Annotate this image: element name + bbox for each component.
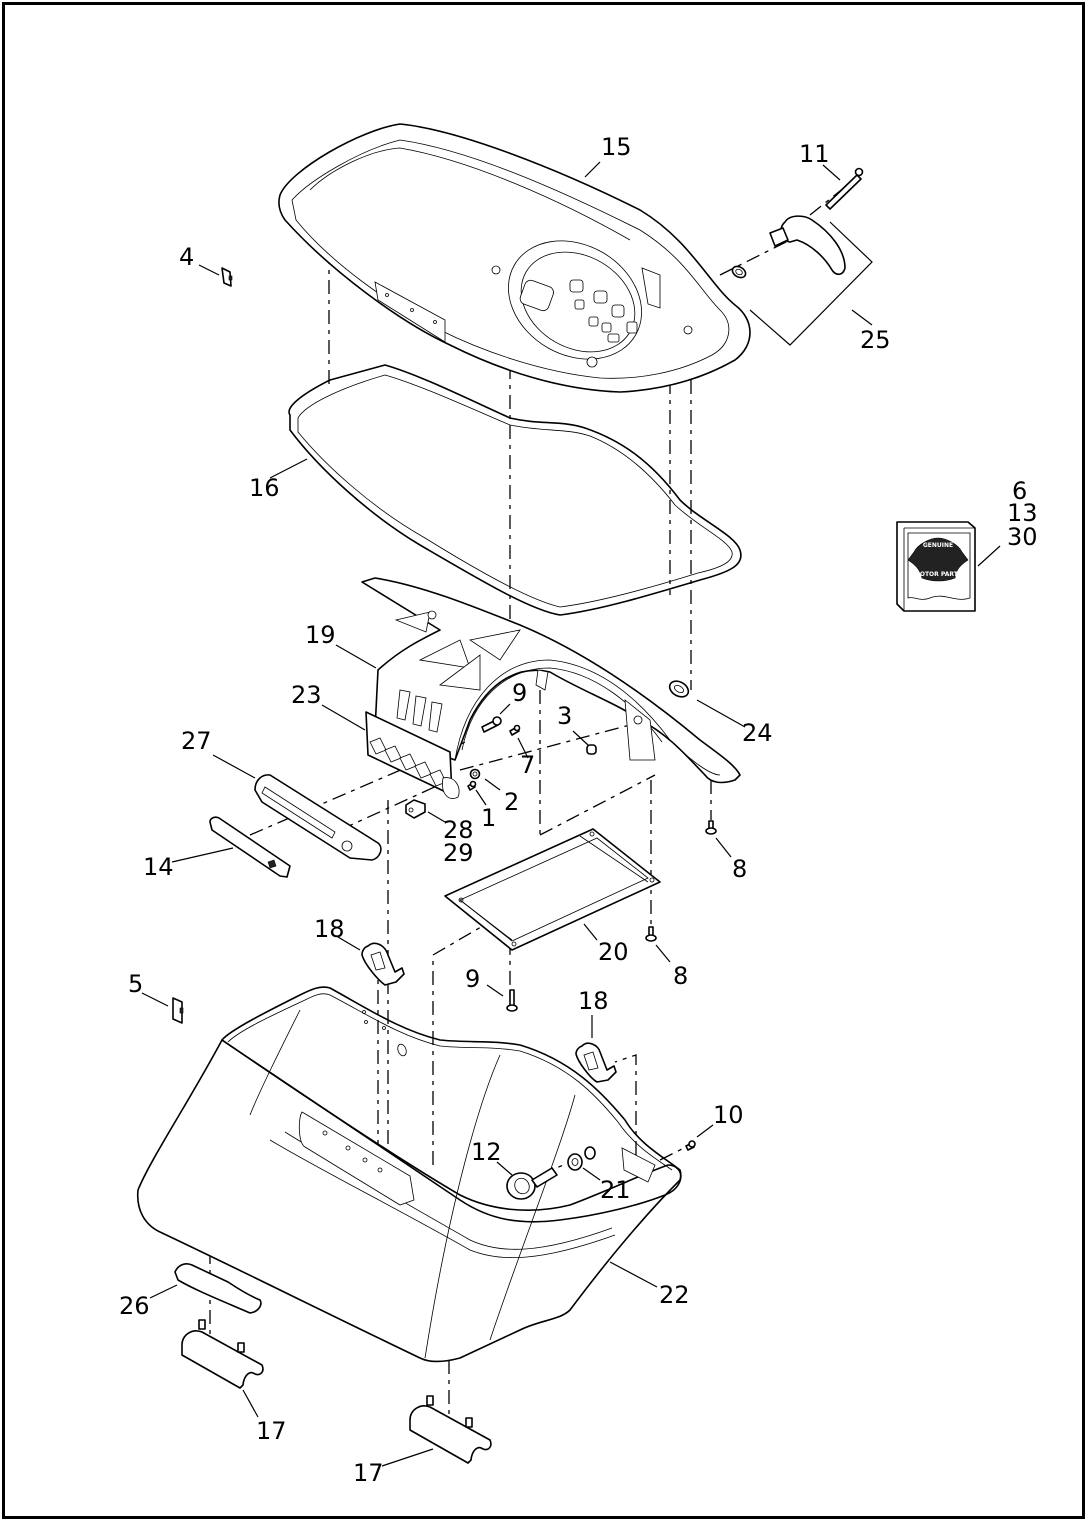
part-screw-7[interactable] xyxy=(509,724,521,736)
part-saddlebag-body-22[interactable] xyxy=(136,986,682,1363)
callout-20: 20 xyxy=(598,938,629,966)
callout-28: 28 xyxy=(443,816,474,844)
part-screw-10[interactable] xyxy=(685,1140,696,1151)
part-trim-27[interactable] xyxy=(254,774,382,861)
callout-24: 24 xyxy=(742,719,773,747)
alignment-line xyxy=(539,774,656,836)
kit-logo-top: GENUINE xyxy=(923,542,953,549)
callout-18a: 18 xyxy=(314,915,345,943)
part-d-ring-12[interactable] xyxy=(506,1167,558,1200)
part-nut-3[interactable] xyxy=(586,744,597,755)
callout-21: 21 xyxy=(600,1176,631,1204)
callout-26: 26 xyxy=(119,1292,150,1320)
callout-27: 27 xyxy=(181,727,212,755)
part-clip-4[interactable] xyxy=(221,267,233,287)
kit-logo: GENUINE MOTOR PARTS xyxy=(907,537,969,582)
callout-22: 22 xyxy=(659,1281,690,1309)
part-lid[interactable] xyxy=(278,123,751,393)
part-screw-9b[interactable] xyxy=(506,989,518,1012)
part-bracket-23[interactable] xyxy=(365,711,460,799)
callout-13: 13 xyxy=(1007,499,1038,527)
part-mount-17b[interactable] xyxy=(409,1395,492,1464)
callout-30: 30 xyxy=(1007,523,1038,551)
part-clip-5[interactable] xyxy=(172,997,184,1024)
callout-3: 3 xyxy=(557,702,572,730)
part-trim-14[interactable] xyxy=(209,816,291,878)
alignment-line xyxy=(339,779,451,831)
part-tray-20[interactable] xyxy=(444,828,661,951)
callout-5: 5 xyxy=(128,970,143,998)
alignment-line xyxy=(249,739,471,836)
part-handle-25[interactable] xyxy=(730,215,846,280)
callout-9b: 9 xyxy=(465,965,480,993)
alignment-line xyxy=(432,908,511,1165)
part-liner-frame-19[interactable] xyxy=(361,577,741,784)
callout-8b: 8 xyxy=(673,962,688,990)
alignment-line xyxy=(719,239,791,276)
part-grommet-24[interactable] xyxy=(667,678,691,700)
callout-29: 29 xyxy=(443,839,474,867)
callout-19: 19 xyxy=(305,621,336,649)
callout-25: 25 xyxy=(860,326,891,354)
callouts: 15 11 4 25 16 6 13 30 19 23 9 3 24 27 7 … xyxy=(119,133,1038,1487)
callout-23: 23 xyxy=(291,681,322,709)
callout-10: 10 xyxy=(713,1101,744,1129)
callout-2: 2 xyxy=(504,788,519,816)
part-lid-gasket[interactable] xyxy=(288,364,742,616)
part-washer-2[interactable] xyxy=(469,768,481,780)
callout-7: 7 xyxy=(520,751,535,779)
callout-17a: 17 xyxy=(256,1417,287,1445)
part-pad-26[interactable] xyxy=(174,1263,262,1314)
part-screw-9[interactable] xyxy=(481,716,502,733)
part-screw-8a[interactable] xyxy=(705,820,717,835)
part-mount-17a[interactable] xyxy=(181,1319,264,1389)
part-hinge-18a[interactable] xyxy=(361,942,405,986)
part-bumper-21[interactable] xyxy=(567,1146,596,1171)
bracket-25 xyxy=(749,221,873,346)
leader-lines xyxy=(141,161,1001,1467)
part-hinge-18b[interactable] xyxy=(575,1042,617,1083)
part-screw-1[interactable] xyxy=(467,780,477,791)
callout-4: 4 xyxy=(179,243,194,271)
part-kit-box[interactable]: GENUINE MOTOR PARTS xyxy=(896,521,976,612)
part-screw-8b[interactable] xyxy=(645,926,657,942)
alignment-line xyxy=(659,1144,691,1161)
callout-17b: 17 xyxy=(353,1459,384,1487)
callout-1: 1 xyxy=(481,804,496,832)
callout-14: 14 xyxy=(143,853,174,881)
callout-16: 16 xyxy=(249,474,280,502)
kit-logo-bottom: MOTOR PARTS xyxy=(914,571,962,578)
callout-15: 15 xyxy=(601,133,632,161)
callout-8a: 8 xyxy=(732,855,747,883)
part-screw-11[interactable] xyxy=(825,167,864,210)
callout-9a: 9 xyxy=(512,679,527,707)
part-latch-28[interactable] xyxy=(405,799,426,819)
alignment-line xyxy=(614,1054,637,1155)
callout-12: 12 xyxy=(471,1138,502,1166)
callout-6: 6 xyxy=(1012,477,1027,505)
callout-11: 11 xyxy=(799,140,830,168)
callout-18b: 18 xyxy=(578,987,609,1015)
